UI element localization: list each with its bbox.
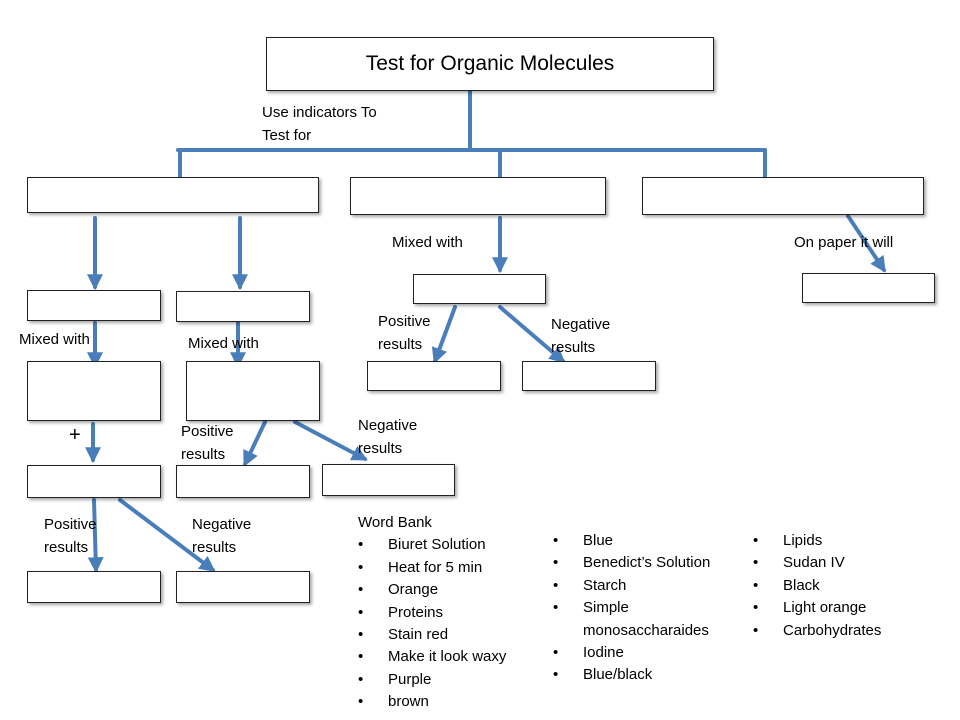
mixed-with-label-1: Mixed with — [19, 331, 90, 348]
blank-box-level1-left — [27, 177, 319, 213]
positive-results-label-3: Positive results — [378, 313, 431, 353]
arrow-neg-1 — [118, 498, 216, 572]
word-bank-item: Purple — [358, 669, 548, 692]
blank-box-positive-3 — [367, 361, 501, 391]
word-bank-column-1: Word Bank Biuret Solution Heat for 5 min… — [358, 512, 548, 714]
arrow-neg-3 — [498, 305, 566, 364]
plus-sign: + — [69, 424, 81, 446]
arrow-right-a — [846, 214, 886, 273]
word-bank-item: Benedict’s Solution — [553, 552, 743, 575]
on-paper-label: On paper it will — [794, 234, 894, 251]
blank-box-left-b — [176, 291, 310, 322]
blank-box-left-a — [27, 290, 161, 321]
word-bank-item: Carbohydrates — [753, 620, 943, 643]
title-text: Test for Organic Molecules — [365, 52, 615, 75]
use-indicators-label: Use indicators To Test for — [262, 104, 377, 144]
word-bank-item: Proteins — [358, 602, 548, 625]
blank-box-level1-middle — [350, 177, 606, 215]
blank-box-left-c — [27, 361, 161, 421]
blank-box-left-d — [186, 361, 320, 421]
word-bank-item: Stain red — [358, 624, 548, 647]
arrow-pos-2 — [243, 420, 267, 467]
title-box: Test for Organic Molecules — [266, 37, 714, 91]
mixed-with-label-3: Mixed with — [392, 234, 463, 251]
blank-box-negative-2 — [322, 464, 455, 496]
word-bank-item: Biuret Solution — [358, 534, 548, 557]
positive-results-label-1: Positive results — [44, 516, 97, 556]
word-bank-title: Word Bank — [358, 514, 432, 531]
word-bank-item: Starch — [553, 575, 743, 598]
word-bank-item: Lipids — [753, 530, 943, 553]
negative-results-label-3: Negative results — [551, 316, 611, 356]
blank-box-negative-3 — [522, 361, 656, 391]
blank-box-positive-1 — [27, 571, 161, 603]
word-bank-item: Orange — [358, 579, 548, 602]
word-bank-item: Black — [753, 575, 943, 598]
blank-box-left-e — [27, 465, 161, 498]
positive-results-label-2: Positive results — [181, 423, 234, 463]
word-bank-item: brown — [358, 691, 548, 714]
word-bank-item: Make it look waxy — [358, 646, 548, 669]
word-bank-item: Iodine — [553, 642, 743, 665]
blank-box-right-a — [802, 273, 935, 303]
arrow-pos-1 — [87, 498, 104, 574]
blank-box-negative-1 — [176, 571, 310, 603]
word-bank-item: Blue — [553, 530, 743, 553]
word-bank-column-3: Lipids Sudan IV Black Light orange Carbo… — [753, 530, 943, 642]
arrow-pos-3 — [431, 305, 457, 365]
word-bank-item: Sudan IV — [753, 552, 943, 575]
word-bank-item: Heat for 5 min — [358, 557, 548, 580]
negative-results-label-2: Negative results — [358, 417, 418, 457]
word-bank-item: Light orange — [753, 597, 943, 620]
word-bank-item: Blue/black — [553, 664, 743, 687]
blank-box-level1-right — [642, 177, 924, 215]
blank-box-positive-2 — [176, 465, 310, 498]
word-bank-column-2: Blue Benedict’s Solution Starch Simple m… — [553, 530, 743, 687]
arrow-neg-2 — [293, 420, 368, 461]
blank-box-mid-a — [413, 274, 546, 304]
negative-results-label-1: Negative results — [192, 516, 252, 556]
mixed-with-label-2: Mixed with — [188, 335, 259, 352]
word-bank-item: Simple monosaccharaides — [553, 597, 733, 642]
